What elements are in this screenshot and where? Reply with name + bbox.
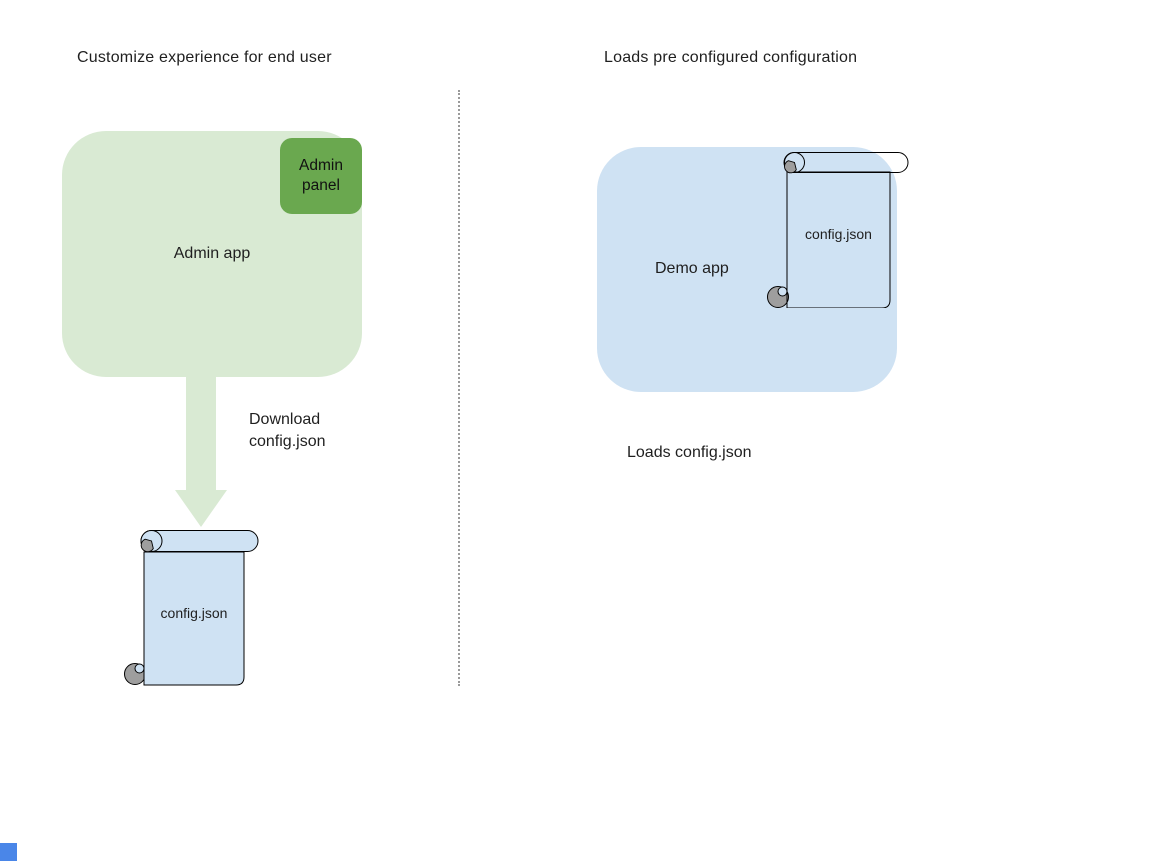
admin-panel-box: Admin panel bbox=[280, 138, 362, 214]
demo-app-box bbox=[597, 147, 897, 392]
demo-app-label: Demo app bbox=[655, 260, 729, 277]
blue-corner-shape bbox=[0, 843, 17, 861]
config-json-scroll-left: config.json bbox=[123, 528, 263, 688]
loads-config-caption: Loads config.json bbox=[627, 444, 752, 461]
left-section-title: Customize experience for end user bbox=[77, 49, 332, 66]
section-divider bbox=[458, 90, 460, 686]
admin-app-label: Admin app bbox=[173, 245, 251, 262]
scroll-file-label: config.json bbox=[805, 226, 872, 242]
scroll-shape-icon bbox=[124, 530, 259, 686]
scroll-file-label: config.json bbox=[160, 605, 228, 621]
download-arrow bbox=[175, 377, 227, 527]
download-arrow-label: Download config.json bbox=[249, 411, 326, 450]
config-json-scroll-right: config.json bbox=[766, 150, 911, 309]
right-section-title: Loads pre configured configuration bbox=[604, 49, 858, 66]
